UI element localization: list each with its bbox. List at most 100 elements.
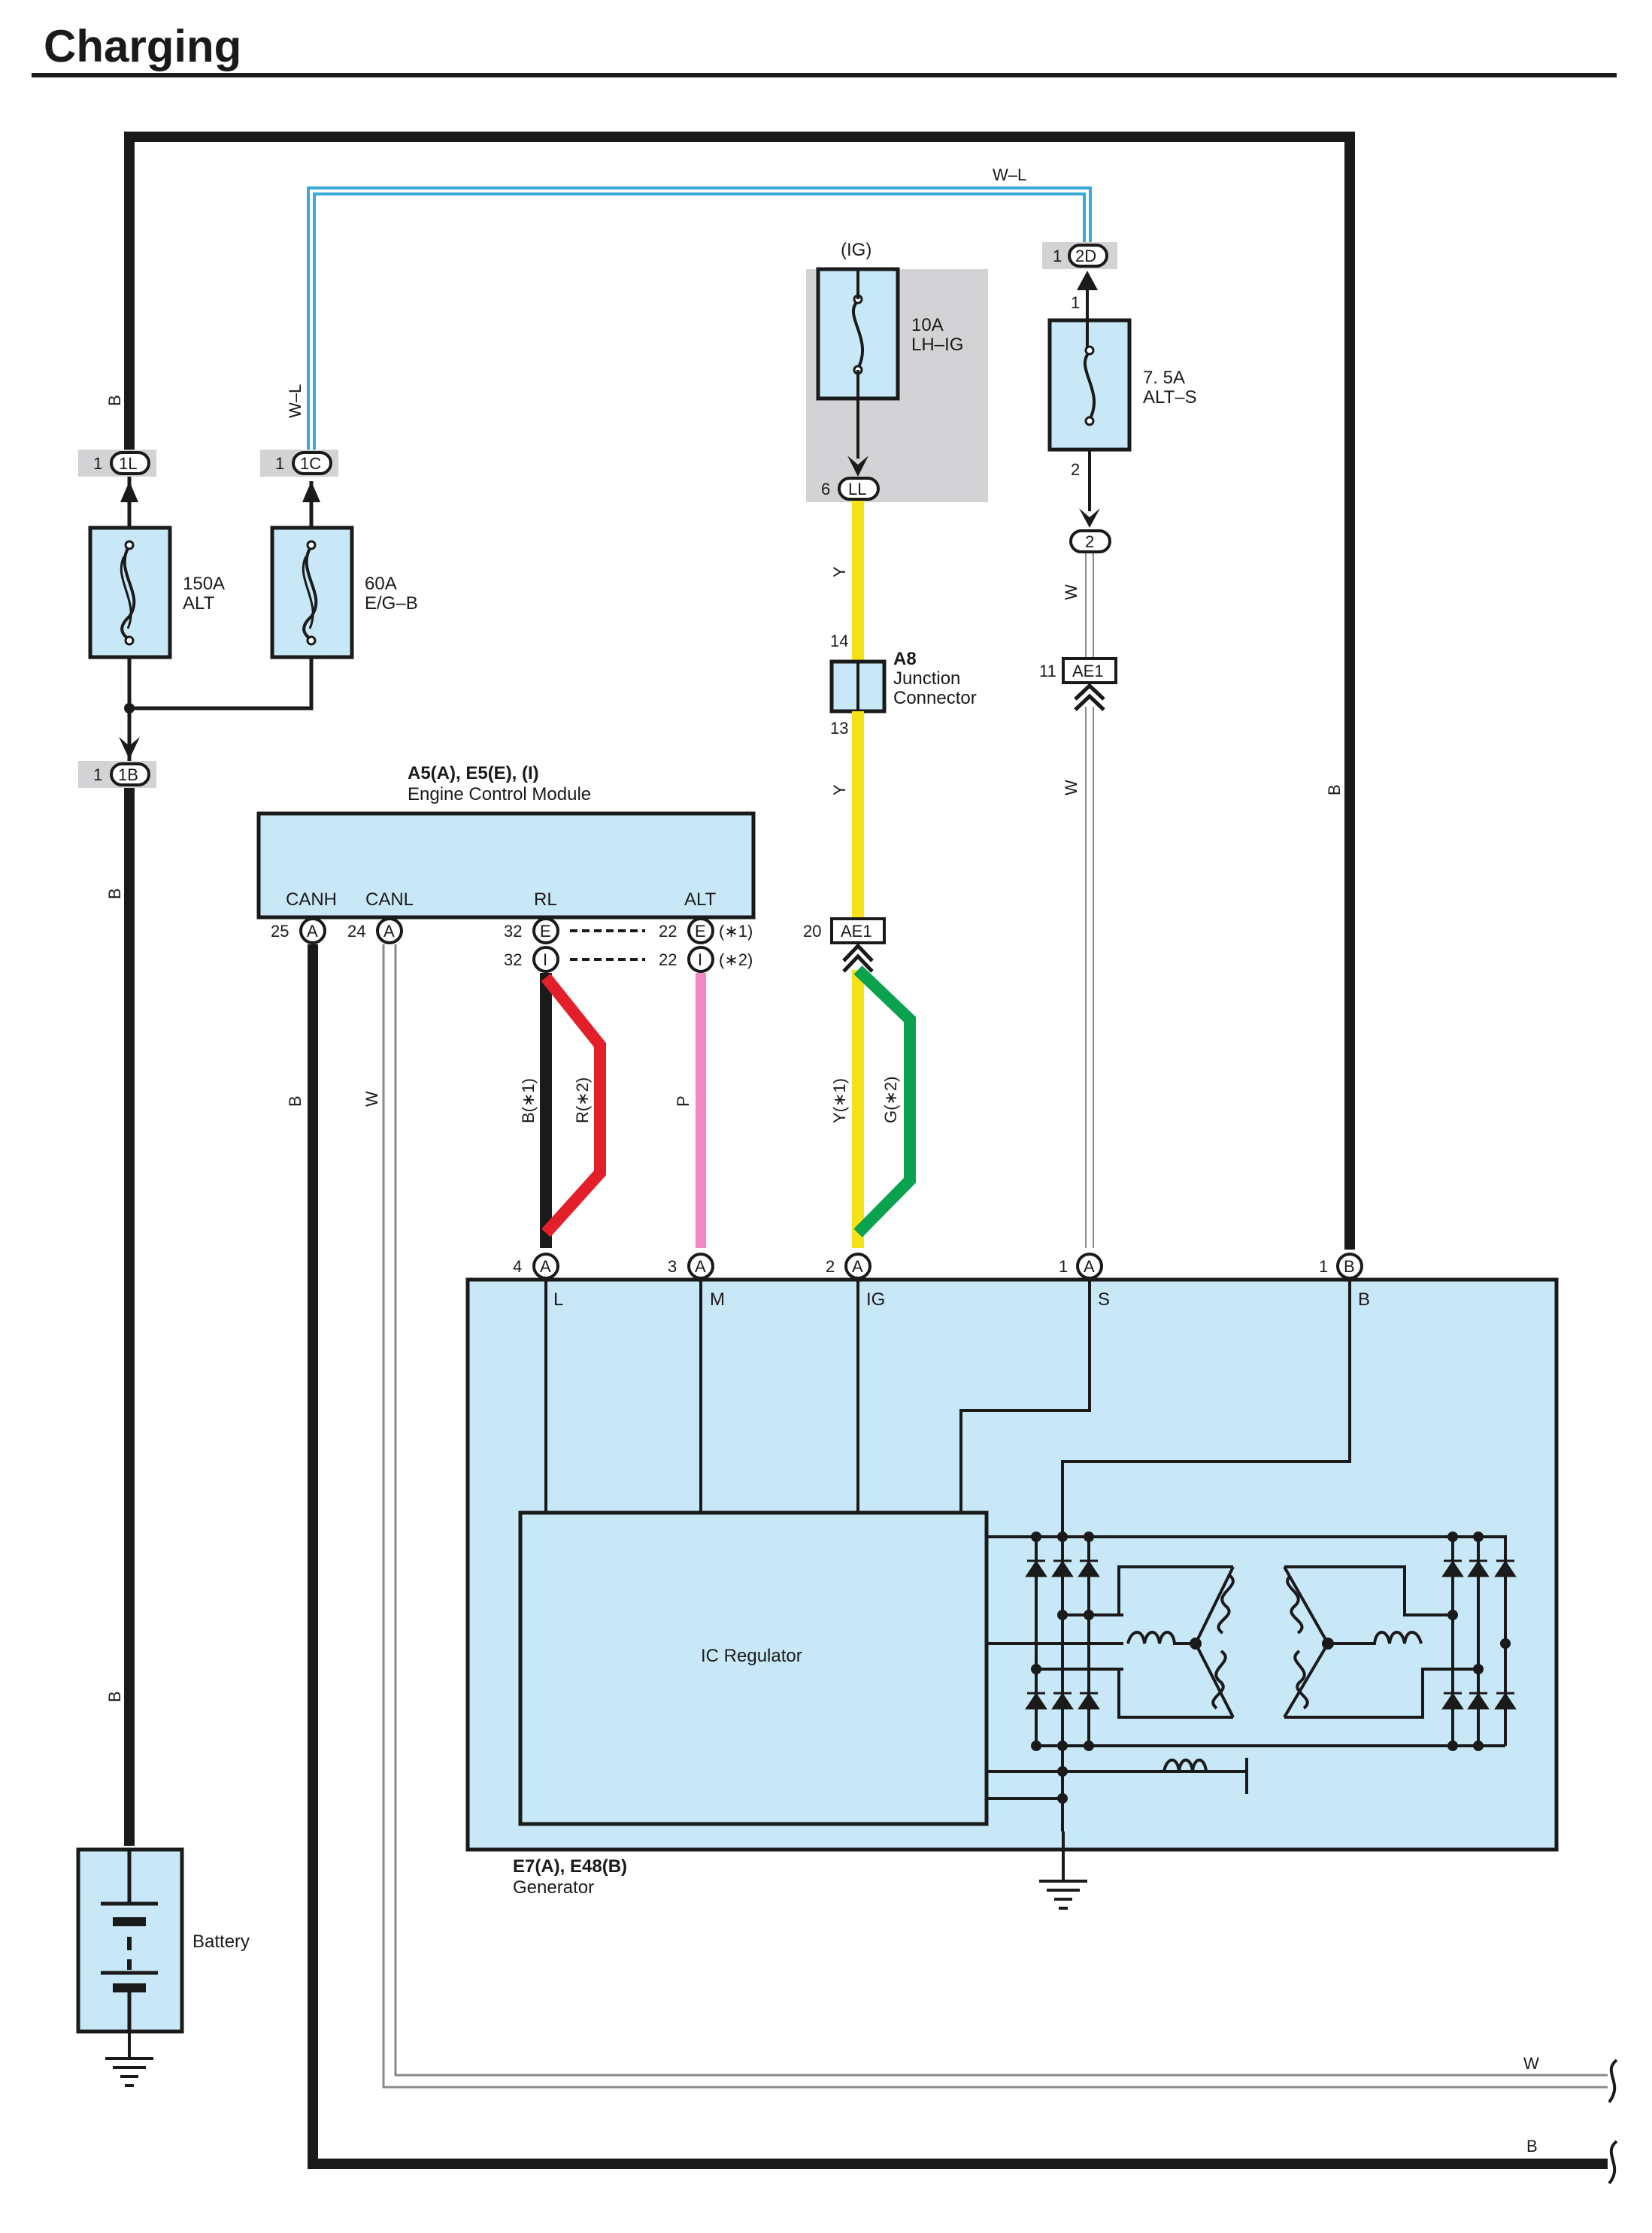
ecm-pin-alt-e-code: E [695,922,706,941]
gen-ig-code: A [852,1257,863,1276]
ecm-pin-alt-i-num: 22 [659,950,677,969]
connector-2d [1042,242,1117,269]
wire-label-b1: B(∗1) [519,1078,538,1123]
connector-1c [260,450,338,477]
ecm-pin-canl-num: 24 [347,922,365,941]
ae1-lower-code: AE1 [841,922,872,941]
wire-label-y-upper: Y [830,566,849,577]
wire-label-b-right: B [1325,784,1344,795]
connector-1l-code: 1L [119,454,137,473]
wire-canh-b [308,944,1608,2169]
battery-symbol-icon [101,1851,158,2032]
wire-label-w-upper: W [1062,584,1081,600]
connector-1l-pin: 1 [93,454,102,473]
ecm-pin-alt-e-note: (∗1) [719,922,753,941]
arrow-1b [119,737,140,759]
gen-l-code: A [540,1257,551,1276]
ecm-pin-rl-e-code: E [540,922,551,941]
fuse-alt-name: ALT [183,593,215,614]
junction-dots [1031,1532,1511,1804]
generator-ref: E7(A), E48(B) [513,1856,627,1877]
ecm-pin-alt-i [687,946,714,973]
ecm-terminal-rl: RL [534,889,557,910]
wire-label-b-left: B [105,888,124,899]
fuse-alts-rating: 7. 5A [1143,368,1185,388]
connector-1b-pin: 1 [93,765,102,784]
wire-fuse-junction [129,654,314,710]
gen-b-label: B [1358,1289,1370,1310]
gen-s-code: A [1084,1257,1095,1276]
wire-label-p: P [674,1095,693,1107]
ecm-ref: A5(A), E5(E), (I) [408,763,539,783]
fuse-egb-name: E/G–B [365,593,418,614]
ecm-pin-canh [299,917,326,944]
gen-s-label: S [1098,1289,1110,1310]
battery-ground-icon [105,2032,153,2087]
rectifier-diodes [1025,1559,1517,1710]
wire-label-r2: R(∗2) [573,1077,592,1123]
ecm-terminal-canh: CANH [286,889,337,910]
junction-dot [124,703,135,714]
wire-label-w-lower: W [1062,780,1081,795]
gen-m-code: A [695,1257,706,1276]
fuse-alts-pin-out: 2 [1071,460,1080,479]
ecm-terminal-alt: ALT [684,889,717,910]
engine-control-module [256,811,756,920]
ecm-pin-alt-i-note: (∗2) [719,950,753,969]
ae1-upper-code: AE1 [1072,662,1104,680]
a8-name-1: Junction [893,668,960,689]
arrow-1c [302,481,320,502]
wire-canl-w-outer [382,944,1608,2089]
continuation-mark-w [1608,2059,1618,2104]
ecm-pin-alt-e [687,917,714,944]
gen-m-label: M [710,1289,725,1310]
ic-regulator [518,1510,989,1826]
ecm-terminal-canl: CANL [365,889,414,910]
connector-1c-pin: 1 [275,454,284,473]
a8-code: A8 [893,649,917,669]
generator-terminal-m [687,1253,714,1280]
arrow-1l [120,481,138,502]
connector-2d-pin: 1 [1053,247,1062,265]
ecm-pin-rl-e [532,917,559,944]
ecm-name: Engine Control Module [408,784,591,804]
gen-b-code: B [1344,1257,1355,1276]
generator-name: Generator [513,1877,594,1898]
battery-label: Battery [192,1932,250,1952]
page-title: Charging [44,21,241,71]
wire-b-main [124,132,1355,1250]
generator-terminal-l [532,1253,559,1280]
connector-ll [838,477,880,501]
wire-label-b-top: B [105,395,124,406]
wire-canl-w-inner [394,944,1608,2077]
gen-l-label: L [553,1289,563,1310]
connector-2-code: 2 [1085,532,1094,551]
wire-label-w-bottom: W [1523,2054,1539,2073]
wire-label-y1: Y(∗1) [830,1078,849,1123]
wire-label-b-battery: B [105,1691,124,1702]
stator-coils [1126,1566,1423,1772]
ecm-pin-rl-i-code: I [543,950,547,969]
generator-terminal-ig [844,1253,871,1280]
a8-name-2: Connector [893,688,977,708]
ecm-pin-canh-num: 25 [271,922,289,941]
ecm-pin-alt-i-code: I [698,950,702,969]
fuse-150a-alt [88,526,172,659]
ecm-pin-canl-code: A [383,922,395,941]
generator-terminal-b [1336,1253,1363,1280]
gen-ig-pin: 2 [826,1257,835,1276]
fuse-lhig-name: LH–IG [911,335,963,355]
gen-b-pin: 1 [1319,1257,1328,1276]
ecm-pin-alt-e-num: 22 [659,922,677,941]
connector-ll-pin: 6 [821,480,830,498]
ecm-pin-canh-code: A [307,922,318,941]
wire-r2-rl [541,974,606,1238]
ecm-pin-rl-e-num: 32 [504,922,522,941]
fuse-alts-pin-in: 1 [1071,293,1080,312]
fuse-60a-egb [270,526,354,659]
connector-ll-code: LL [848,480,866,498]
ecm-pin-rl-i-num: 32 [504,950,522,969]
ecm-pin-canl [376,917,403,944]
connector-ae1-upper [1062,657,1117,684]
